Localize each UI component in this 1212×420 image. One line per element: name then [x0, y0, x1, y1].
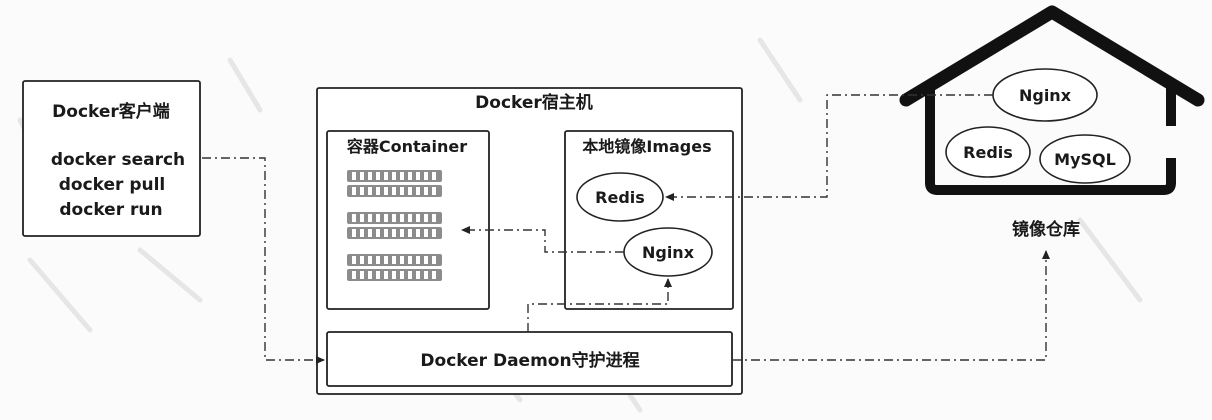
server-slot	[368, 229, 372, 237]
server-slot	[392, 214, 396, 222]
daemon-to-image-arrow	[527, 278, 672, 332]
registry-item-label: MySQL	[1054, 150, 1116, 169]
server-slot	[408, 229, 412, 237]
registry-label: 镜像仓库	[1012, 219, 1080, 240]
server-slot	[416, 187, 420, 195]
server-slot	[368, 256, 372, 264]
server-slot	[424, 214, 428, 222]
server-slot	[368, 187, 372, 195]
client-to-daemon-arrow	[202, 157, 325, 364]
server-slot	[432, 256, 436, 264]
container-box: 容器Container	[326, 130, 490, 310]
server-slot	[352, 187, 356, 195]
server-slot	[408, 187, 412, 195]
container-title: 容器Container	[346, 137, 467, 156]
server-slot	[416, 256, 420, 264]
image-registry: Nginx Redis MySQL 镜像仓库	[899, 5, 1205, 240]
local-images-box: 本地镜像Images Redis Nginx	[564, 130, 734, 310]
server-slot	[416, 271, 420, 279]
server-slot	[424, 187, 428, 195]
server-slot	[400, 214, 404, 222]
server-slot	[400, 187, 404, 195]
server-slot	[384, 187, 388, 195]
server-slot	[392, 229, 396, 237]
registry-ellipse-mysql	[1039, 134, 1131, 184]
server-slot	[360, 256, 364, 264]
client-title: Docker客户端	[52, 101, 170, 122]
server-slot	[408, 271, 412, 279]
server-slot	[400, 172, 404, 180]
docker-client-box: Docker客户端 docker search docker pull dock…	[22, 80, 201, 237]
registry-ellipse-redis	[945, 126, 1031, 178]
host-title: Docker宿主机	[475, 92, 593, 113]
server-slot	[352, 271, 356, 279]
docker-daemon-box: Docker Daemon守护进程	[326, 331, 733, 387]
server-slot	[392, 187, 396, 195]
server-slot	[432, 271, 436, 279]
server-slot	[368, 214, 372, 222]
server-slot	[384, 256, 388, 264]
house-icon	[899, 5, 1205, 195]
connectors	[202, 94, 1050, 364]
image-label: Nginx	[642, 243, 695, 262]
server-slot	[408, 172, 412, 180]
daemon-to-registry-arrow	[732, 250, 1050, 361]
image-ellipse-redis	[576, 172, 664, 222]
server-slot	[424, 172, 428, 180]
server-slot	[376, 172, 380, 180]
server-slot	[352, 214, 356, 222]
daemon-label: Docker Daemon守护进程	[420, 350, 639, 371]
server-slot	[368, 271, 372, 279]
server-slot	[368, 172, 372, 180]
registry-to-image-arrow	[665, 94, 993, 201]
docker-host-box: Docker宿主机 容器Container 本地镜像Images Redis N…	[316, 87, 743, 395]
server-slot	[408, 256, 412, 264]
server-slot	[424, 256, 428, 264]
server-slot	[384, 229, 388, 237]
server-slot	[400, 229, 404, 237]
client-command: docker run	[59, 200, 162, 220]
server-slot	[352, 172, 356, 180]
client-command: docker pull	[59, 175, 166, 195]
server-slot	[392, 271, 396, 279]
server-slot	[376, 256, 380, 264]
server-slot	[416, 214, 420, 222]
server-slot	[360, 187, 364, 195]
server-slot	[424, 229, 428, 237]
server-slot	[400, 256, 404, 264]
server-slot	[376, 214, 380, 222]
server-slot	[432, 172, 436, 180]
server-slot	[424, 271, 428, 279]
server-slot	[360, 214, 364, 222]
server-slot	[384, 172, 388, 180]
server-slot	[384, 271, 388, 279]
client-command: docker search	[51, 150, 185, 170]
server-slot	[400, 271, 404, 279]
server-slot	[352, 229, 356, 237]
registry-item-label: Redis	[963, 143, 1013, 162]
server-slot	[432, 187, 436, 195]
server-slot	[360, 271, 364, 279]
server-slot	[432, 214, 436, 222]
server-slot	[360, 229, 364, 237]
server-slot	[416, 229, 420, 237]
registry-item-label: Nginx	[1019, 86, 1072, 105]
image-label: Redis	[595, 188, 645, 207]
server-rack-icon	[347, 170, 442, 281]
server-slot	[392, 256, 396, 264]
server-slot	[432, 229, 436, 237]
server-slot	[416, 172, 420, 180]
server-slot	[384, 214, 388, 222]
server-slot	[352, 256, 356, 264]
server-slot	[360, 172, 364, 180]
server-slot	[408, 214, 412, 222]
images-title: 本地镜像Images	[582, 137, 711, 156]
image-to-container-arrow	[461, 226, 624, 253]
server-slot	[376, 229, 380, 237]
server-slot	[376, 271, 380, 279]
server-slot	[392, 172, 396, 180]
server-slot	[376, 187, 380, 195]
